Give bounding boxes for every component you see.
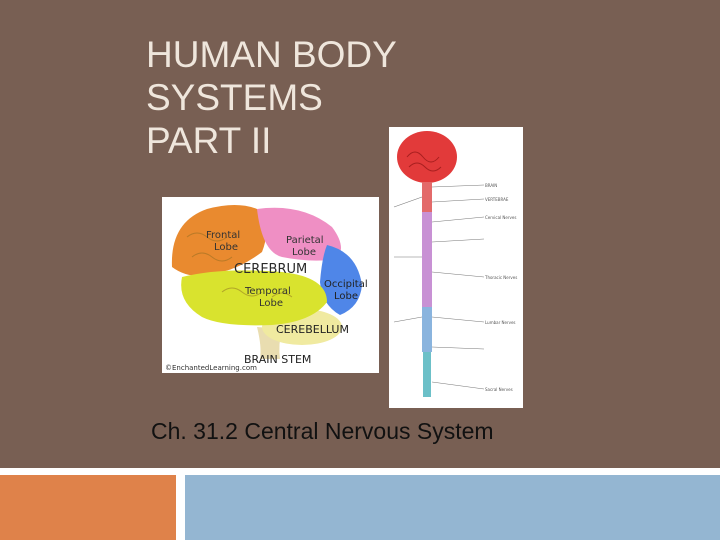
label-credit: ©EnchantedLearning.com (165, 364, 257, 372)
cervical-segment (422, 182, 432, 212)
nervous-system-image: BRAIN VERTEBRAE Cervical Nerves Thoracic… (389, 127, 523, 408)
slide-subtitle: Ch. 31.2 Central Nervous System (151, 418, 494, 445)
label-temporal-1: Temporal (244, 286, 291, 297)
thoracic-segment (422, 212, 432, 307)
nerve-branches (394, 185, 484, 389)
spine-label-2: VERTEBRAE (485, 197, 509, 202)
label-temporal-2: Lobe (259, 298, 283, 309)
label-parietal-2: Lobe (292, 247, 316, 258)
lumbar-segment (422, 307, 432, 352)
brain-shape (397, 131, 457, 183)
label-occipital-1: Occipital (324, 279, 368, 290)
brain-lobes-illustration: Frontal Lobe Parietal Lobe CEREBRUM Occi… (162, 197, 379, 373)
title-line-1: HUMAN BODY (146, 33, 466, 76)
spine-label-5: Lumbar Nerves (485, 320, 516, 325)
footer-blue-block (185, 475, 720, 540)
label-occipital-2: Lobe (334, 291, 358, 302)
spine-label-1: BRAIN (485, 183, 497, 188)
spinal-cord-illustration: BRAIN VERTEBRAE Cervical Nerves Thoracic… (389, 127, 523, 408)
sacral-segment (423, 352, 431, 397)
brain-lobes-image: Frontal Lobe Parietal Lobe CEREBRUM Occi… (162, 197, 379, 373)
label-frontal-2: Lobe (214, 242, 238, 253)
title-line-2: SYSTEMS (146, 76, 466, 119)
spine-label-6: Sacral Nerves (485, 387, 513, 392)
spine-label-4: Thoracic Nerves (484, 275, 517, 280)
label-cerebellum: CEREBELLUM (276, 323, 349, 336)
spine-label-3: Cervical Nerves (485, 215, 516, 220)
label-parietal-1: Parietal (286, 235, 324, 246)
footer-orange-block (0, 475, 176, 540)
label-frontal-1: Frontal (206, 230, 240, 241)
label-cerebrum: CEREBRUM (234, 262, 307, 277)
temporal-lobe-shape (181, 270, 327, 325)
